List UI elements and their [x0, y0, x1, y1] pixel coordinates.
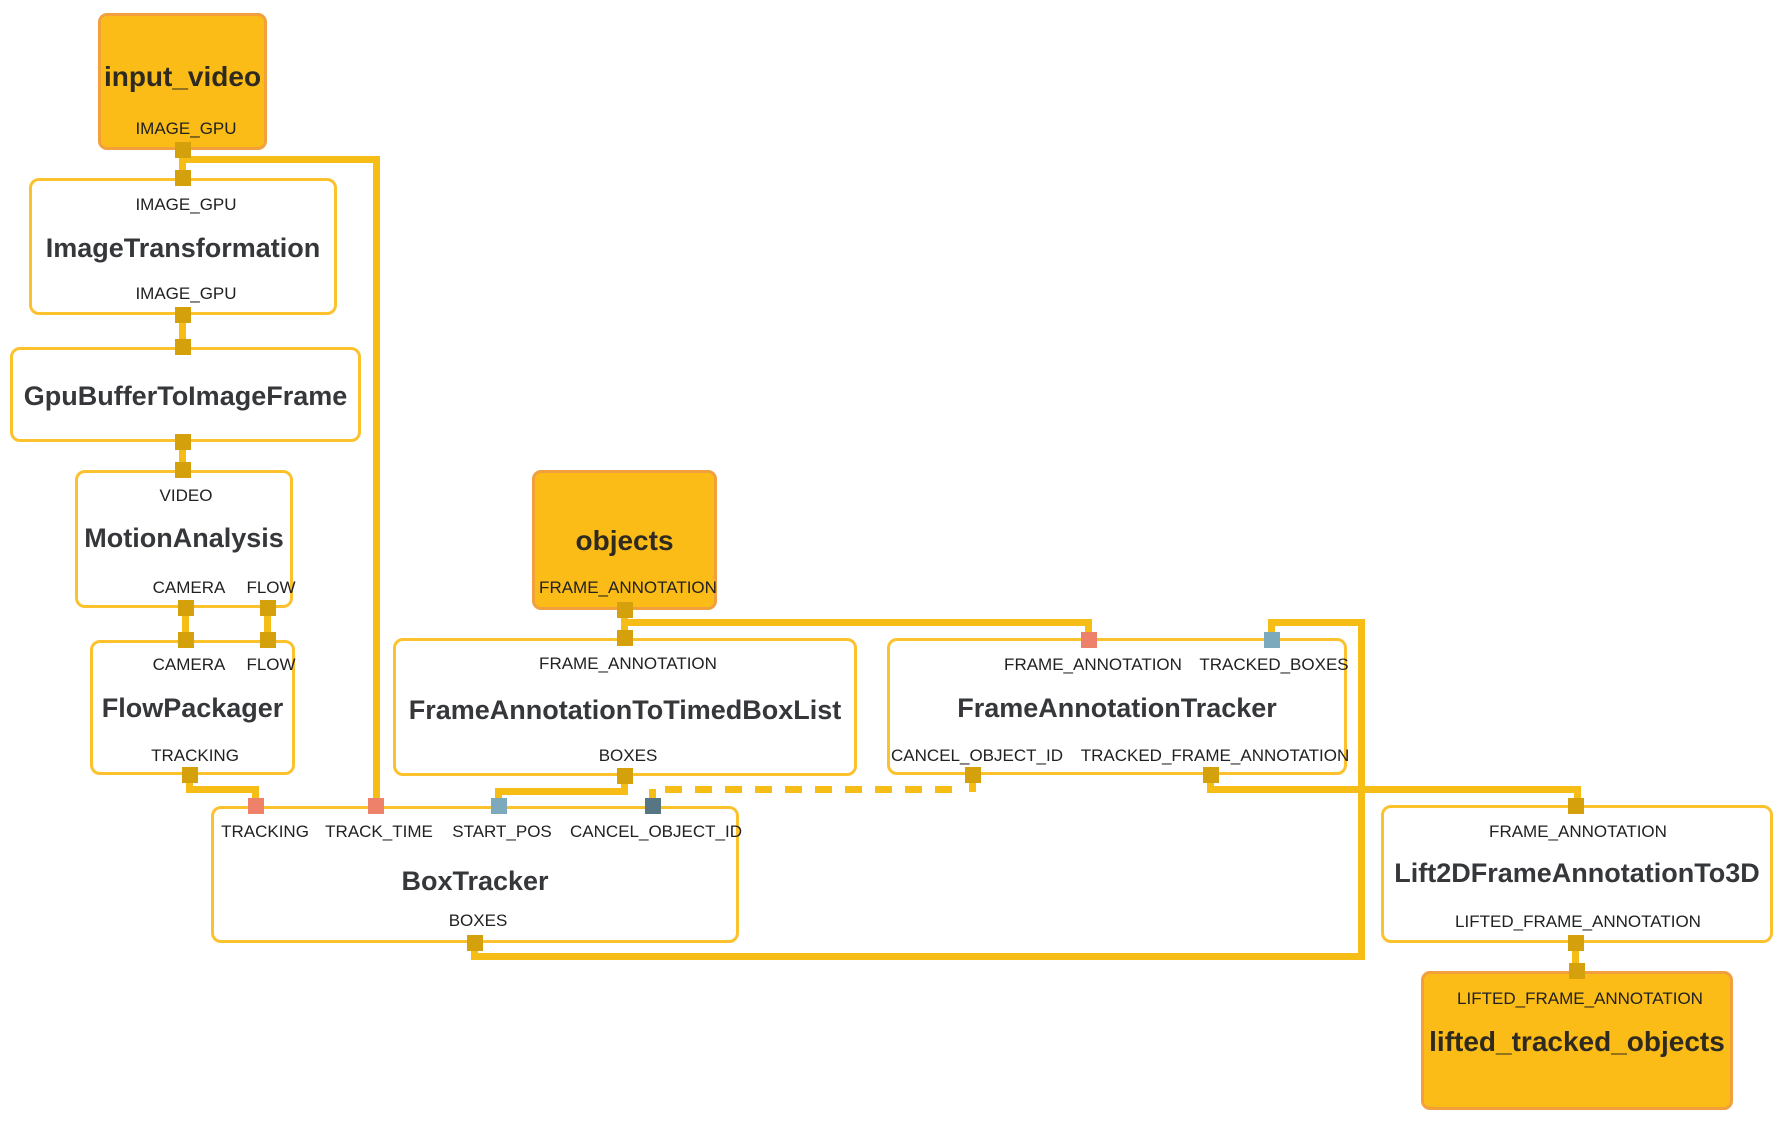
node-image-transformation[interactable]: IMAGE_GPU ImageTransformation IMAGE_GPU — [29, 178, 337, 315]
node-title: Lift2DFrameAnnotationTo3D — [1394, 858, 1760, 888]
edge-cancel-dashed — [665, 786, 963, 793]
output-label: CAMERA — [152, 578, 226, 597]
node-gpu-buffer-to-image-frame[interactable]: GpuBufferToImageFrame — [10, 347, 361, 442]
output-label: CANCEL_OBJECT_ID — [891, 746, 1063, 765]
edge-tfa-h — [1207, 786, 1581, 793]
edge-inputvideo-tracktime-h — [179, 156, 380, 163]
output-label: BOXES — [448, 911, 508, 930]
edge-gpubuffer-motionanalysis — [179, 442, 186, 471]
edge-imagetransformation-gpubuffer — [179, 315, 186, 348]
node-lift-2d-frame-annotation-to-3d[interactable]: FRAME_ANNOTATION Lift2DFrameAnnotationTo… — [1381, 805, 1773, 943]
input-label: LIFTED_FRAME_ANNOTATION — [1457, 989, 1703, 1008]
input-label: FRAME_ANNOTATION — [539, 654, 717, 673]
port-motionanalysis-camera-out — [178, 600, 194, 616]
port-motionanalysis-video-in — [175, 462, 191, 478]
port-objects-frameannotation-out — [617, 602, 633, 618]
edge-boxes-loop-v2 — [1268, 619, 1275, 641]
port-imagetransformation-imagegpu-in — [175, 170, 191, 186]
node-title: ImageTransformation — [45, 233, 321, 263]
port-flowpackager-camera-in — [178, 632, 194, 648]
edge-boxes-loop-v1 — [471, 943, 478, 960]
output-label: IMAGE_GPU — [135, 284, 237, 303]
input-label: FLOW — [246, 655, 296, 674]
port-inputvideo-imagegpu-out — [175, 142, 191, 158]
node-title: FrameAnnotationTracker — [957, 693, 1277, 723]
input-label: START_POS — [452, 822, 552, 841]
output-label: FLOW — [246, 578, 296, 597]
output-label: LIFTED_FRAME_ANNOTATION — [1455, 912, 1701, 931]
edge-camera — [182, 608, 189, 641]
edge-objects-tracker-v — [1085, 619, 1092, 641]
output-label: IMAGE_GPU — [135, 119, 237, 138]
node-frame-annotation-to-timed-box-list[interactable]: FRAME_ANNOTATION FrameAnnotationToTimedB… — [393, 638, 857, 776]
edge-objects-tracker-h — [621, 619, 1092, 626]
port-gpubuffer-out — [175, 434, 191, 450]
node-objects[interactable]: objects FRAME_ANNOTATION — [532, 470, 717, 610]
node-lifted-tracked-objects[interactable]: LIFTED_FRAME_ANNOTATION lifted_tracked_o… — [1421, 971, 1733, 1110]
edge-flow — [264, 608, 271, 641]
edge-tracking-v1 — [186, 775, 193, 791]
input-label: TRACK_TIME — [325, 822, 433, 841]
node-title: FrameAnnotationToTimedBoxList — [408, 695, 842, 725]
input-label: TRACKED_BOXES — [1199, 655, 1349, 674]
port-lift2d-liftedframeannotation-out — [1568, 935, 1584, 951]
node-title: objects — [575, 525, 674, 556]
edge-inputvideo-imagetransformation — [179, 150, 186, 181]
port-gpubuffer-in — [175, 339, 191, 355]
output-label: BOXES — [598, 746, 658, 765]
node-box-tracker[interactable]: TRACKING TRACK_TIME START_POS CANCEL_OBJ… — [211, 806, 742, 943]
node-title: GpuBufferToImageFrame — [23, 381, 348, 411]
edge-boxes-loop-top — [1268, 619, 1365, 626]
node-title: lifted_tracked_objects — [1429, 1026, 1725, 1057]
port-flowpackager-tracking-out — [182, 767, 198, 783]
node-flow-packager[interactable]: CAMERA FLOW FlowPackager TRACKING — [90, 640, 296, 775]
port-tracker-trackedboxes-in — [1264, 632, 1280, 648]
edge-boxes-startpos-v2 — [495, 788, 502, 807]
output-label: TRACKED_FRAME_ANNOTATION — [1080, 746, 1350, 765]
node-title: FlowPackager — [101, 693, 284, 723]
node-motion-analysis[interactable]: VIDEO MotionAnalysis CAMERA FLOW — [75, 470, 296, 608]
port-motionanalysis-flow-out — [260, 600, 276, 616]
port-liftedtrackedobjects-in — [1569, 963, 1585, 979]
node-title: input_video — [103, 61, 262, 92]
edge-boxes-startpos-v1 — [621, 776, 628, 795]
node-frame-annotation-tracker[interactable]: FRAME_ANNOTATION TRACKED_BOXES FrameAnno… — [887, 638, 1350, 775]
port-fatbl-frameannotation-in — [617, 630, 633, 646]
port-boxtracker-startpos-in — [491, 798, 507, 814]
port-boxtracker-boxes-out — [467, 935, 483, 951]
node-title: MotionAnalysis — [84, 523, 284, 553]
node-title: BoxTracker — [401, 866, 549, 896]
edge-lifted — [1572, 943, 1579, 972]
output-label: FRAME_ANNOTATION — [539, 578, 717, 597]
edge-tracking-h — [186, 786, 259, 793]
edge-inputvideo-tracktime-v — [373, 156, 380, 810]
input-label: FRAME_ANNOTATION — [1489, 822, 1667, 841]
port-tracker-cancelobjectid-out — [965, 767, 981, 783]
port-fatbl-boxes-out — [617, 768, 633, 784]
input-label: TRACKING — [221, 822, 309, 841]
port-boxtracker-tracktime-in — [368, 798, 384, 814]
edge-tfa-v2 — [1574, 786, 1581, 807]
edge-tfa-v1 — [1207, 775, 1214, 793]
port-tracker-trackedframeannotation-out — [1203, 767, 1219, 783]
input-label: IMAGE_GPU — [135, 195, 237, 214]
port-lift2d-frameannotation-in — [1568, 798, 1584, 814]
port-boxtracker-tracking-in — [248, 798, 264, 814]
node-input-video[interactable]: input_video IMAGE_GPU — [98, 13, 267, 150]
port-imagetransformation-imagegpu-out — [175, 307, 191, 323]
port-flowpackager-flow-in — [260, 632, 276, 648]
edge-boxes-startpos-h — [495, 788, 628, 795]
edge-tracking-v2 — [252, 786, 259, 807]
edge-boxes-loop-right — [1358, 619, 1365, 960]
edge-boxes-loop-bottom — [471, 953, 1365, 960]
input-label: CAMERA — [152, 655, 226, 674]
output-label: TRACKING — [151, 746, 239, 765]
input-label: FRAME_ANNOTATION — [1004, 655, 1182, 674]
input-label: VIDEO — [159, 486, 213, 505]
input-label: CANCEL_OBJECT_ID — [570, 822, 742, 841]
edge-cancel-stub-right — [969, 775, 976, 792]
port-boxtracker-cancelobjectid-in — [645, 798, 661, 814]
port-tracker-frameannotation-in — [1081, 632, 1097, 648]
